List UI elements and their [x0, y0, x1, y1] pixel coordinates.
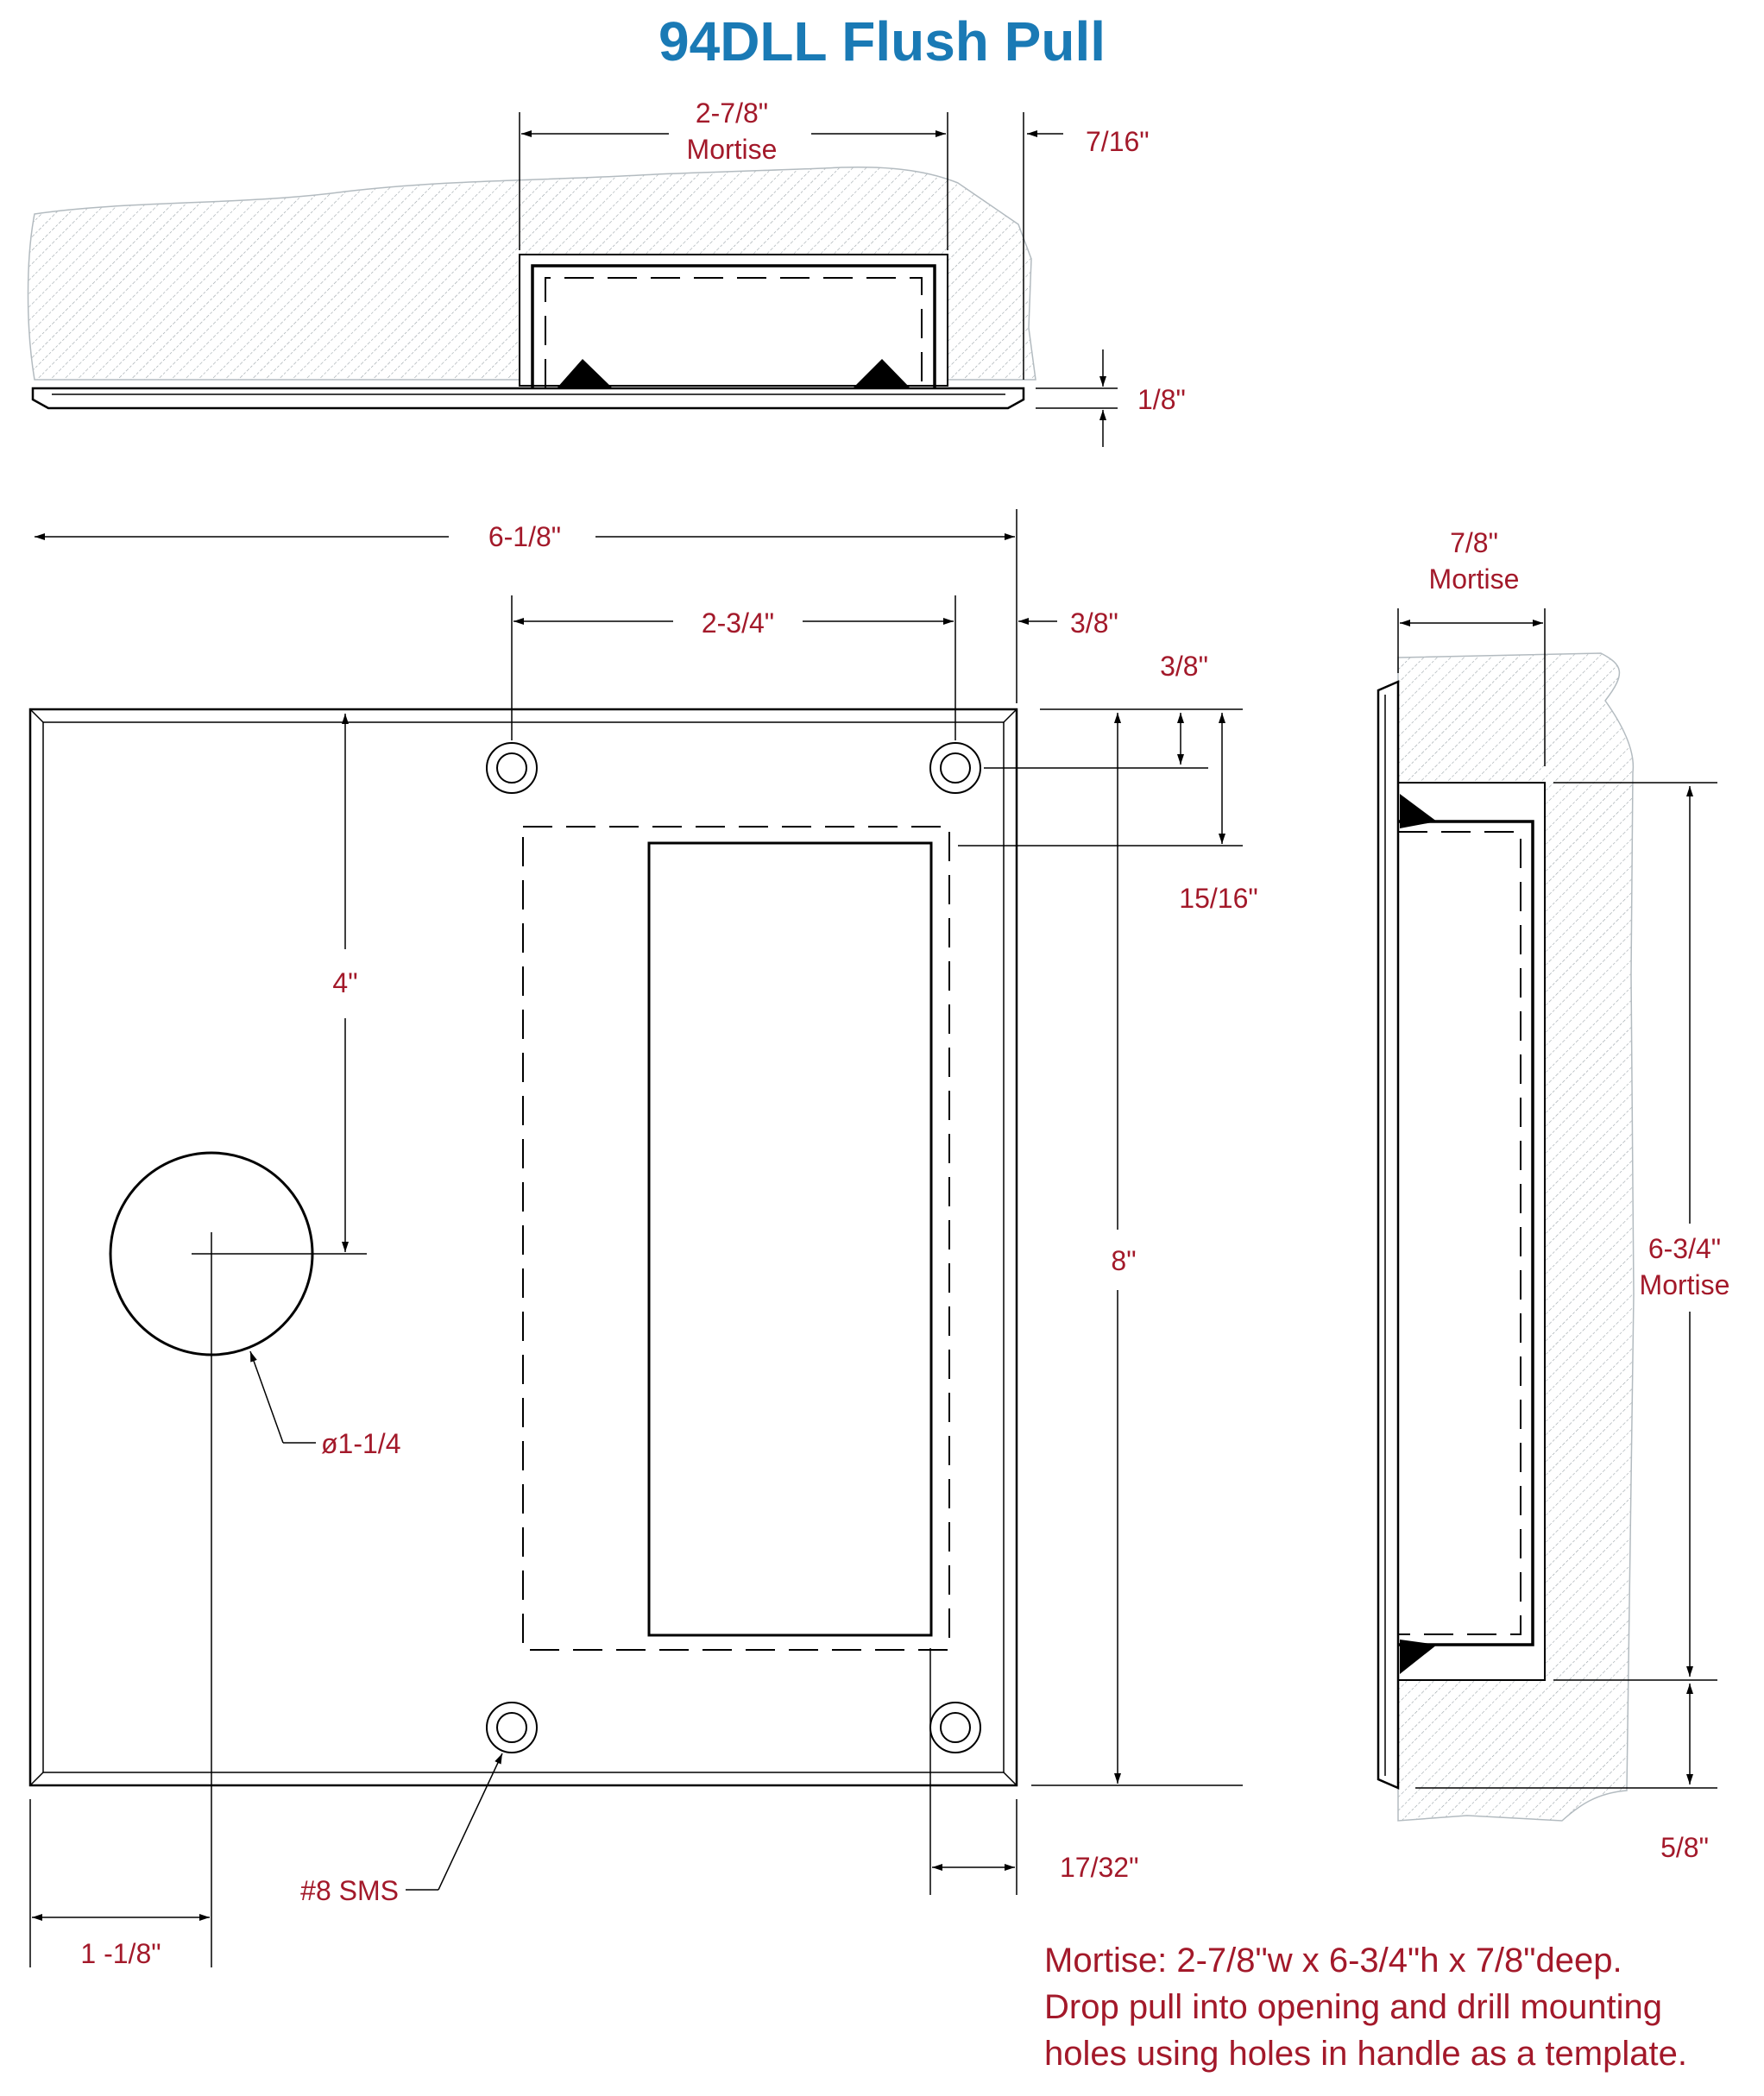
note-line-2: Drop pull into opening and drill mountin… [1044, 1988, 1662, 2026]
side-retainer-bottom [1400, 1640, 1437, 1674]
edge-offset-dimension: 7/16" [1086, 126, 1150, 157]
mortise-width-dimension: 2-7/8" [696, 98, 768, 129]
mortise-depth-dimension: 7/8" [1450, 527, 1498, 558]
side-bottom-offset-dimension: 5/8" [1660, 1832, 1709, 1863]
side-offset-dimension: 3/8" [1070, 607, 1118, 639]
mortise-height-label: Mortise [1640, 1269, 1730, 1300]
pull-flange [31, 387, 1025, 410]
bottom-offset-dimension: 17/32" [1060, 1852, 1138, 1883]
mortise-width-label: Mortise [687, 134, 778, 165]
pull-cup-hidden-line [545, 277, 923, 388]
overall-height-dimension: 8" [1111, 1245, 1136, 1276]
front-view: 6-1/8" 2-3/4" [28, 509, 1258, 1969]
note-line-3: holes using holes in handle as a templat… [1044, 2035, 1687, 2073]
mortise-height-dimension: 6-3/4" [1648, 1233, 1721, 1264]
side-mortise-pocket [1397, 782, 1546, 1681]
plate-bevel [42, 721, 1005, 1773]
mortise-hidden-outline [522, 826, 950, 1651]
cylinder-offset-dimension: 4" [332, 967, 357, 998]
pull-recess [647, 841, 933, 1637]
mounting-hole-bottom-left [486, 1702, 538, 1753]
flange-thickness-dimension: 1/8" [1137, 384, 1186, 415]
side-pull-cup [1398, 820, 1534, 1646]
mortise-depth-label: Mortise [1429, 563, 1520, 595]
cylinder-edge-offset-dimension: 1 -1/8" [80, 1938, 161, 1969]
side-pull-hidden-line [1398, 831, 1521, 1635]
side-flange [1377, 680, 1400, 1790]
pocket-top-offset-dimension: 15/16" [1179, 883, 1257, 914]
mounting-hole-top-left [486, 742, 538, 794]
screw-callout: #8 SMS [300, 1875, 399, 1906]
cylinder-diameter-dimension: ø1-1/4 [321, 1428, 400, 1459]
mounting-hole-top-right [929, 742, 981, 794]
overall-width-dimension: 6-1/8" [488, 521, 561, 552]
side-section-view: 7/8" Mortise 6-3/4" Mortise 5/8" [1377, 527, 1730, 1863]
hole-spacing-dimension: 2-3/4" [702, 607, 774, 639]
drawing-title: 94DLL Flush Pull [658, 10, 1106, 72]
right-retainer [853, 359, 910, 388]
top-section-view: 2-7/8" Mortise 7/16" 1/8" [27, 98, 1186, 447]
hole-top-offset-dimension: 3/8" [1160, 651, 1208, 682]
left-retainer [557, 359, 613, 388]
pull-cup-section [531, 264, 936, 388]
side-retainer-top [1400, 794, 1437, 828]
installation-notes: Mortise: 2-7/8"w x 6-3/4"h x 7/8"deep. D… [1044, 1942, 1687, 2073]
mortise-pocket [519, 254, 948, 387]
note-line-1: Mortise: 2-7/8"w x 6-3/4"h x 7/8"deep. [1044, 1942, 1622, 1980]
